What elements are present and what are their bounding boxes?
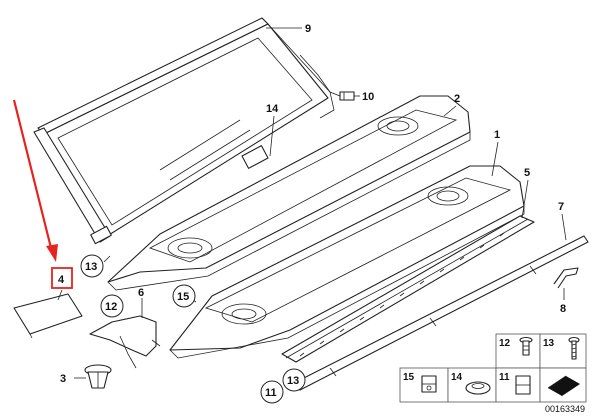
part-1-parcel-shelf-main bbox=[169, 165, 525, 359]
callout-12-circle bbox=[100, 294, 124, 318]
document-number: 00163349 bbox=[545, 404, 585, 414]
wedge-icon bbox=[547, 375, 580, 396]
callout-9: 9 bbox=[305, 23, 311, 35]
callout-6: 6 bbox=[138, 287, 144, 299]
fastener-legend: 12 13 15 14 11 bbox=[399, 333, 587, 403]
part-6-bracket bbox=[89, 315, 161, 369]
callout-12: 12 bbox=[105, 301, 117, 313]
part-3-expanding-rivet bbox=[84, 364, 112, 389]
part-2-parcel-shelf-upper bbox=[107, 95, 471, 291]
callout-13-circle-bottom bbox=[282, 368, 306, 392]
callout-14: 14 bbox=[266, 103, 279, 115]
callout-11-circle bbox=[260, 380, 284, 404]
callout-7: 7 bbox=[558, 201, 564, 213]
callout-3: 3 bbox=[60, 373, 66, 385]
callout-15-circle bbox=[172, 284, 196, 308]
clip-nut-icon bbox=[421, 375, 437, 393]
callout-1: 1 bbox=[494, 129, 500, 141]
callout-11: 11 bbox=[265, 387, 277, 399]
part-4-cover-cap bbox=[13, 293, 83, 339]
part-10-clip bbox=[339, 91, 355, 101]
legend-label-13: 13 bbox=[543, 338, 555, 349]
callout-5: 5 bbox=[524, 167, 530, 179]
push-clip-icon bbox=[519, 336, 533, 356]
part-9-roller-blind bbox=[33, 17, 341, 245]
legend-label-14: 14 bbox=[451, 372, 463, 383]
leader-lines bbox=[57, 27, 567, 379]
part-5-speaker-grille bbox=[281, 215, 535, 363]
legend-label-12: 12 bbox=[499, 338, 511, 349]
callout-13-circle-left bbox=[80, 254, 104, 278]
legend-label-15: 15 bbox=[403, 372, 415, 383]
callout-2: 2 bbox=[454, 93, 460, 105]
legend-label-11: 11 bbox=[499, 372, 510, 383]
part-8-bracket bbox=[553, 267, 579, 289]
screw-icon bbox=[568, 336, 580, 360]
spreader-nut-icon bbox=[515, 375, 531, 395]
callout-10: 10 bbox=[362, 91, 374, 103]
callout-13-left: 13 bbox=[85, 261, 97, 273]
callout-4: 4 bbox=[58, 274, 65, 286]
callout-13-bottom: 13 bbox=[287, 375, 299, 387]
cap-icon bbox=[465, 381, 491, 395]
callout-4-highlight-box bbox=[51, 267, 73, 289]
callout-15: 15 bbox=[177, 291, 189, 303]
callout-8: 8 bbox=[560, 303, 566, 315]
red-arrow-indicator bbox=[12, 99, 58, 262]
